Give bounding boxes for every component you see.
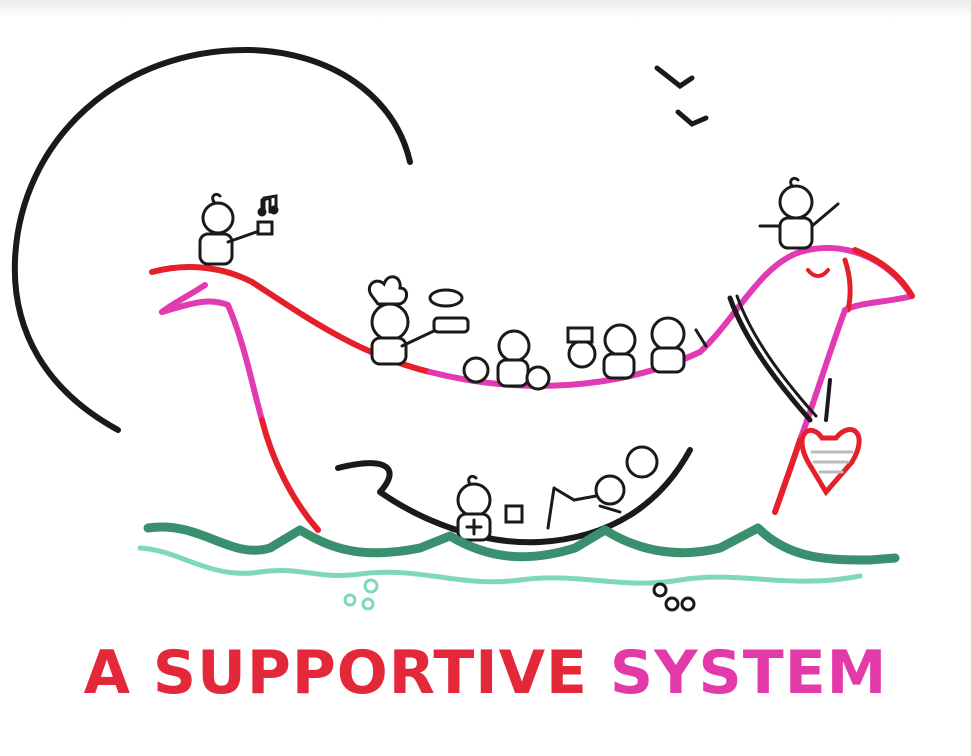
music-notes-icon (257, 194, 279, 217)
birds-icon (654, 65, 709, 127)
waves-icon (137, 522, 900, 586)
sun-arc-icon (11, 46, 413, 433)
stick-figures-icon (198, 176, 840, 542)
heart-medal-icon (727, 294, 862, 497)
bubbles-icon (343, 578, 696, 612)
caption-part-pink: System (609, 638, 888, 708)
top-bar (0, 0, 971, 18)
caption-title: A Supportive System (0, 628, 971, 718)
caption-part-red: A Supportive (83, 638, 588, 708)
